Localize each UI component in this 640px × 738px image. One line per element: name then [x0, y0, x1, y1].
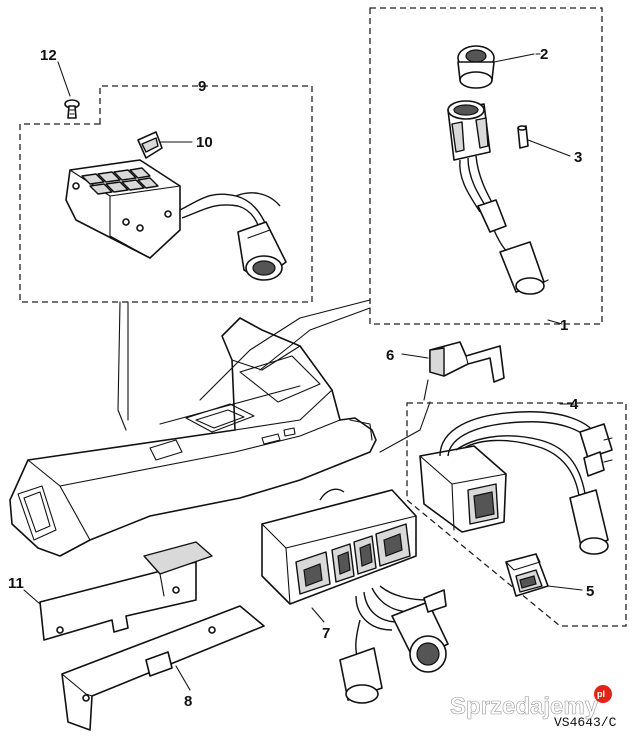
- leader-6-console: [423, 379, 429, 401]
- callout-11: 11: [8, 575, 24, 592]
- center-console: [9, 317, 377, 557]
- leader-1-console: [199, 299, 371, 401]
- callout-6: 6: [386, 347, 394, 364]
- callout-2: 2: [540, 46, 548, 63]
- fuse: [137, 131, 193, 159]
- screw: [57, 61, 80, 119]
- group-outline-1: [369, 7, 603, 325]
- watermark-badge-text: pl: [597, 689, 605, 699]
- mounting-plate: [23, 541, 213, 641]
- callout-4: 4: [570, 396, 579, 413]
- fuse-box: [65, 159, 287, 281]
- callout-3: 3: [574, 149, 582, 166]
- switch-harness: [419, 411, 613, 555]
- callout-7: 7: [322, 625, 330, 642]
- watermark-text: Sprzedajemy: [450, 693, 599, 720]
- watermark-badge: [594, 685, 612, 703]
- callout-8: 8: [184, 693, 192, 710]
- reference-code: VS4643/C: [554, 715, 617, 730]
- callout-12: 12: [40, 47, 57, 64]
- leader-1-console-b: [259, 307, 371, 371]
- leader-9-console: [117, 301, 127, 431]
- group-outline-4: [406, 402, 627, 627]
- leader-4-console: [379, 401, 431, 453]
- group-outline-9: [19, 85, 313, 303]
- switch-panel: [261, 488, 449, 704]
- callout-1: 1: [560, 317, 568, 334]
- switch-cap: [505, 553, 583, 597]
- leader-1: [547, 319, 563, 325]
- callout-9: 9: [198, 78, 206, 95]
- cigar-lighter: [447, 45, 571, 295]
- callout-10: 10: [196, 134, 213, 151]
- callout-5: 5: [586, 583, 594, 600]
- bracket: [401, 341, 505, 383]
- mounting-bracket: [61, 605, 265, 731]
- watermark: Sprzedajemy pl: [450, 685, 612, 720]
